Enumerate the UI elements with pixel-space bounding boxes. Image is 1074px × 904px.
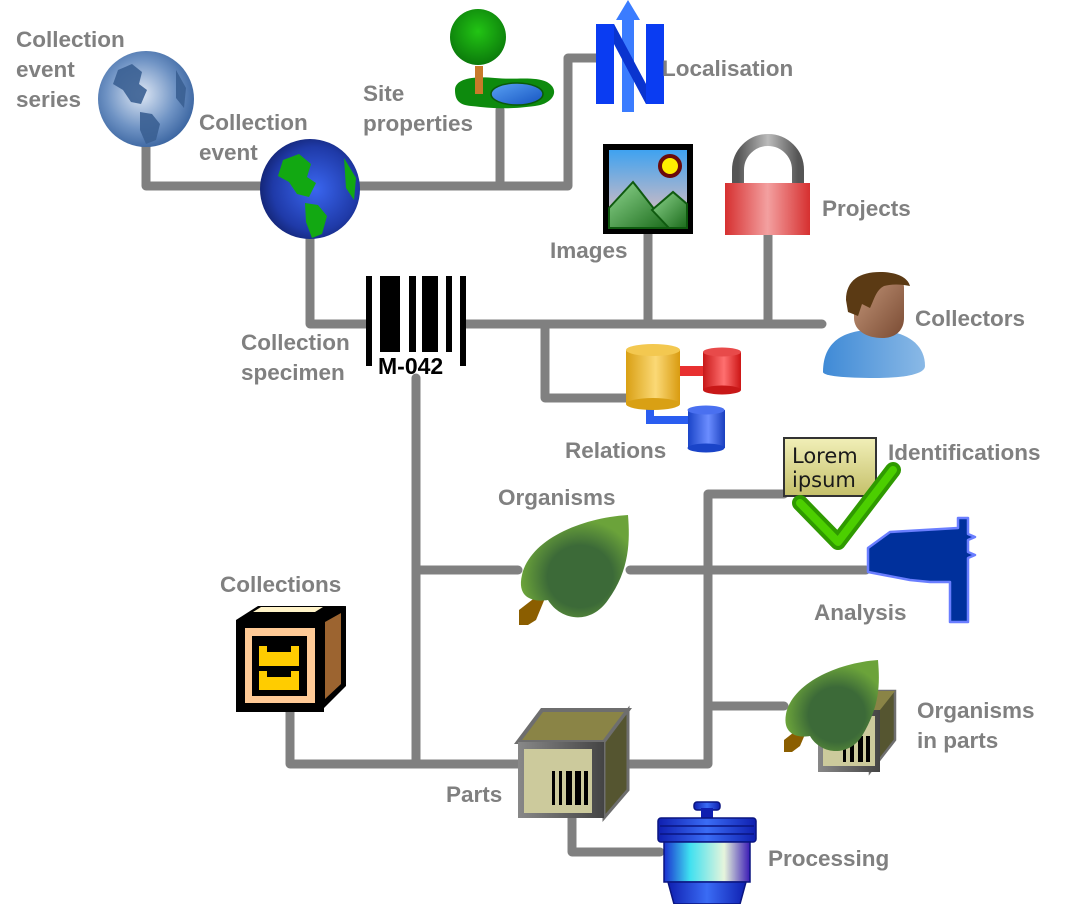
edge-id-analysis-orgparts-bus <box>623 489 789 769</box>
node-images[interactable]: Images <box>550 144 693 263</box>
leaf-icon <box>519 515 629 625</box>
node-collectors[interactable]: Collectors <box>823 272 1025 378</box>
container-icon <box>657 801 757 904</box>
connectors <box>141 53 871 857</box>
edge-parts-to-processing <box>567 813 665 857</box>
node-relations[interactable]: Relations <box>565 344 741 463</box>
svg-text:Lorem ipsum: Lorem ipsum <box>792 444 864 492</box>
node-identifications[interactable]: Lorem ipsum Identifications <box>783 437 1041 550</box>
node-collection-event[interactable]: Collection event <box>199 110 360 239</box>
edge-specimen-to-relations <box>540 319 633 403</box>
barcode-box-icon <box>514 705 632 823</box>
person-icon <box>823 272 925 378</box>
lorem-checkmark-icon: Lorem ipsum <box>783 437 901 550</box>
edge-event-to-site-localisation <box>353 53 603 191</box>
node-collection-specimen[interactable]: M-042 Collection specimen <box>241 276 466 385</box>
edge-event-to-specimen <box>305 233 371 329</box>
specimen-code: M-042 <box>378 353 443 379</box>
node-localisation[interactable]: Localisation <box>596 0 793 112</box>
red-database <box>703 347 741 395</box>
label-collections: Collections <box>220 572 341 597</box>
globe-muted-icon <box>98 51 194 147</box>
label-site-properties: Site properties <box>363 81 473 136</box>
label-images: Images <box>550 238 628 263</box>
label-collection-specimen: Collection specimen <box>241 330 356 385</box>
node-parts[interactable]: Parts <box>446 705 632 823</box>
node-site-properties[interactable]: Site properties <box>363 9 555 136</box>
label-organisms: Organisms <box>498 485 616 510</box>
label-collection-event-series: Collection event series <box>16 27 131 112</box>
node-organisms-in-parts[interactable]: Organisms in parts <box>784 660 1041 776</box>
node-organisms[interactable]: Organisms <box>498 485 629 625</box>
cabinet-icon <box>236 606 346 712</box>
barcode-icon: M-042 <box>366 276 466 379</box>
label-localisation: Localisation <box>662 56 793 81</box>
leaf-box-icon <box>784 660 897 776</box>
database-relations-icon <box>626 344 741 453</box>
label-collection-event: Collection event <box>199 110 314 165</box>
edge-collections-to-parts <box>285 707 525 769</box>
edge-series-to-event <box>141 135 267 191</box>
blue-database <box>687 405 725 453</box>
node-collections[interactable]: Collections <box>220 572 346 712</box>
node-analysis[interactable]: Analysis <box>814 516 977 625</box>
picture-icon <box>603 144 693 234</box>
padlock-icon <box>725 134 810 235</box>
label-projects: Projects <box>822 196 911 221</box>
globe-icon <box>260 139 360 239</box>
node-processing[interactable]: Processing <box>657 801 889 904</box>
label-processing: Processing <box>768 846 889 871</box>
north-arrow-icon <box>596 0 664 112</box>
label-parts: Parts <box>446 782 502 807</box>
node-collection-event-series[interactable]: Collection event series <box>16 27 194 147</box>
caliper-icon <box>866 516 977 624</box>
yellow-database <box>626 344 680 410</box>
label-relations: Relations <box>565 438 666 463</box>
label-analysis: Analysis <box>814 600 907 625</box>
label-identifications: Identifications <box>888 440 1041 465</box>
tree-pond-icon <box>450 9 555 109</box>
node-projects[interactable]: Projects <box>725 134 911 235</box>
label-collectors: Collectors <box>915 306 1025 331</box>
label-organisms-in-parts: Organisms in parts <box>917 698 1041 753</box>
